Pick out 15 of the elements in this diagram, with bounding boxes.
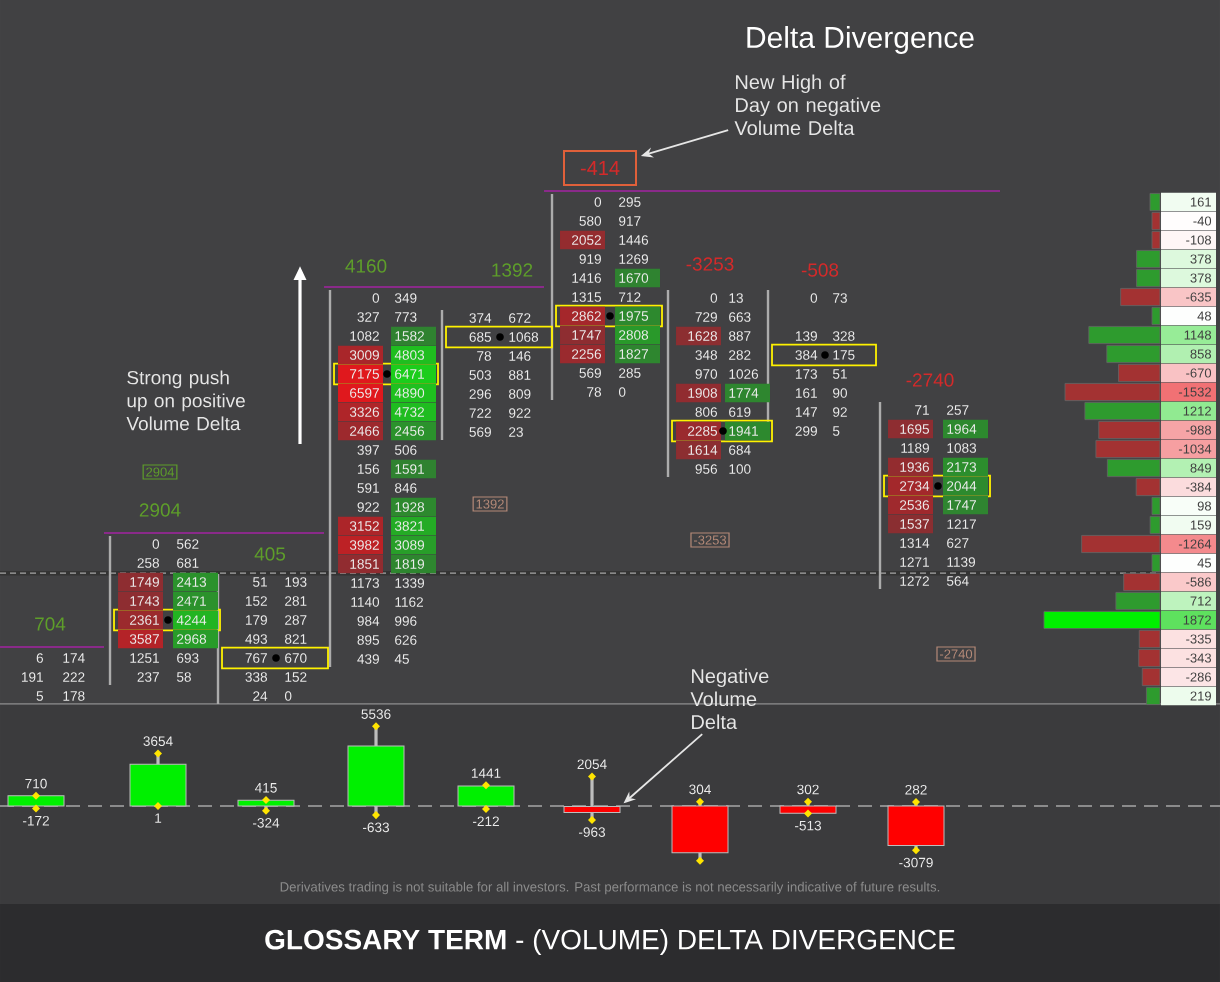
delta-value: 4160 [345, 259, 387, 273]
annotation-text: New High of Day on negative Volume Delta [734, 74, 881, 136]
delta-value: 2904 [139, 503, 181, 517]
delta-value: -3253 [686, 257, 734, 271]
delta-box: -414 [563, 150, 637, 186]
delta-value: 704 [35, 617, 66, 631]
delta-candle [563, 772, 621, 824]
delta-value: -2740 [906, 373, 954, 387]
delta-value: 405 [254, 547, 286, 561]
delta-value: -508 [801, 263, 839, 277]
title: Delta Divergence [747, 26, 974, 54]
annotation-text: Strong push up on positive Volume Delta [126, 370, 245, 431]
delta-value: 1392 [492, 263, 533, 277]
caption: GLOSSARY TERM - (VOLUME) DELTA DIVERGENCE [0, 904, 1220, 982]
annotation-text: Negative Volume Delta [690, 668, 769, 730]
